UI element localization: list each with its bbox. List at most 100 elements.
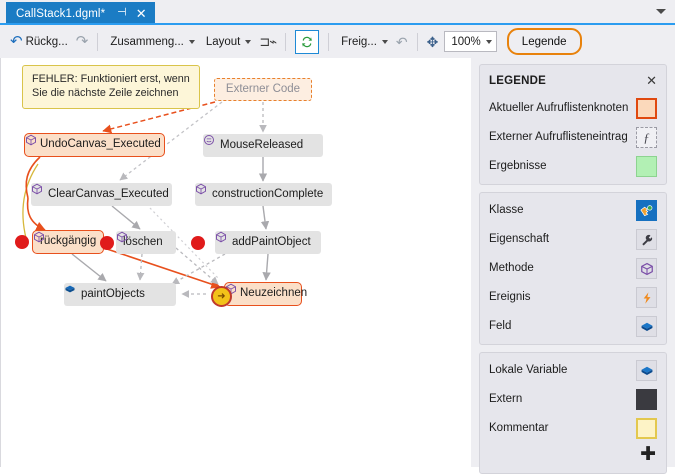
close-icon[interactable]: ✕ xyxy=(646,73,657,88)
toolbar-separator-4 xyxy=(416,32,418,51)
legend-row-label: Lokale Variable xyxy=(489,363,568,376)
node-label: Externer Code xyxy=(225,82,301,95)
legend-row-eigenschaft[interactable]: Eigenschaft xyxy=(480,225,666,254)
legend-row-label: Ergebnisse xyxy=(489,159,547,172)
results-swatch xyxy=(636,156,657,177)
zoom-combobox[interactable]: 100% xyxy=(444,31,497,52)
comment-line-2: Sie die nächste Zeile zeichnen xyxy=(32,87,179,100)
layout-dropdown[interactable]: Layout xyxy=(199,30,256,54)
refresh-icon xyxy=(295,29,320,54)
node-label: addPaintObject xyxy=(232,235,311,248)
toolbar-separator-1 xyxy=(97,32,99,51)
legend-row-ereignis[interactable]: Ereignis xyxy=(480,283,666,312)
refresh-button[interactable] xyxy=(291,29,323,54)
legend-row-feld[interactable]: Feld xyxy=(480,312,666,341)
external-entry-swatch: ƒ xyxy=(636,127,657,148)
layout-label: Layout xyxy=(205,35,241,48)
class-icon xyxy=(636,200,657,221)
legend-add-row[interactable]: ✚ xyxy=(480,443,666,470)
node-rueckgaengig[interactable]: rückgängig xyxy=(32,230,104,254)
node-external-code[interactable]: Externer Code xyxy=(214,78,312,101)
group-label: Zusammeng... xyxy=(110,35,184,48)
legend-header: LEGENDE ✕ xyxy=(480,68,666,94)
share-label: Freig... xyxy=(341,35,377,48)
node-label: MouseReleased xyxy=(220,138,304,151)
share-dropdown[interactable]: Freig... xyxy=(334,30,392,54)
tab-callstack1[interactable]: CallStack1.dgml* ⊣ ✕ xyxy=(6,2,155,25)
legend-row-label: Feld xyxy=(489,319,512,332)
legend-row-label: Eigenschaft xyxy=(489,232,550,245)
comment-note[interactable]: FEHLER: Funktioniert erst, wenn Sie die … xyxy=(22,65,200,109)
undo-icon: ↷ xyxy=(10,33,23,50)
legend-row-label: Kommentar xyxy=(489,421,549,434)
extern-swatch xyxy=(636,389,657,410)
chevron-down-icon xyxy=(245,39,252,44)
legend-group-callstack: LEGENDE ✕ Aktueller Aufruflistenknoten E… xyxy=(479,64,667,185)
pin-icon[interactable]: ⊣ xyxy=(117,6,127,19)
graph-toolbar: ↷ Rückg... ↷ Zusammeng... Layout ⊐⌁ xyxy=(0,25,675,58)
legend-row-label: Aktueller Aufruflistenknoten xyxy=(489,101,629,114)
comment-swatch xyxy=(636,418,657,439)
undo-label: Rückg... xyxy=(25,35,68,48)
chevron-down-icon xyxy=(188,39,195,44)
undo-button[interactable]: ↷ Rückg... xyxy=(6,30,72,54)
method-icon xyxy=(636,258,657,279)
chevron-down-icon xyxy=(485,39,492,44)
field-icon xyxy=(636,316,657,337)
legend-row-klasse[interactable]: Klasse xyxy=(480,196,666,225)
redo-button[interactable]: ↷ xyxy=(72,30,93,54)
close-icon[interactable]: ✕ xyxy=(135,6,147,21)
current-node-swatch xyxy=(636,98,657,119)
breakpoint-loeschen[interactable] xyxy=(100,236,114,250)
toolbar-separator-3 xyxy=(328,32,330,51)
node-label: Neuzeichnen xyxy=(240,287,308,300)
legend-row-label: Klasse xyxy=(489,203,524,216)
legend-row-lokale-variable[interactable]: Lokale Variable xyxy=(480,356,666,385)
pan-button[interactable]: ✥ xyxy=(423,30,443,54)
undo-arrow-button[interactable]: ↶ xyxy=(392,30,412,54)
legend-row-external-entry[interactable]: Externer Aufruflisteneintrag ƒ xyxy=(480,123,666,152)
legend-row-extern[interactable]: Extern xyxy=(480,385,666,414)
legend-panel: LEGENDE ✕ Aktueller Aufruflistenknoten E… xyxy=(471,58,675,474)
pan-move-icon: ✥ xyxy=(426,33,439,50)
event-icon xyxy=(636,287,657,308)
legend-row-methode[interactable]: Methode xyxy=(480,254,666,283)
node-mousereleased[interactable]: MouseReleased xyxy=(203,134,323,157)
local-variable-icon xyxy=(636,360,657,381)
tab-strip: CallStack1.dgml* ⊣ ✕ xyxy=(0,0,675,25)
breakpoint-addpaintobject[interactable] xyxy=(191,236,205,250)
filter-icon: ⊐⌁ xyxy=(259,33,277,49)
node-clearcanvas-executed[interactable]: ClearCanvas_Executed xyxy=(31,183,172,206)
legende-label: Legende xyxy=(521,35,567,48)
legende-button[interactable]: Legende xyxy=(506,28,582,55)
current-statement-marker[interactable]: ➜ xyxy=(211,286,232,307)
node-neuzeichnen[interactable]: Neuzeichnen xyxy=(224,282,307,306)
node-loeschen[interactable]: löschen xyxy=(116,231,176,254)
node-label: constructionComplete xyxy=(212,187,324,200)
graph-canvas[interactable]: FEHLER: Funktioniert erst, wenn Sie die … xyxy=(0,58,471,467)
legend-row-results[interactable]: Ergebnisse xyxy=(480,152,666,181)
node-constructioncomplete[interactable]: constructionComplete xyxy=(195,183,332,206)
comment-line-1: FEHLER: Funktioniert erst, wenn xyxy=(32,73,190,85)
group-dropdown[interactable]: Zusammeng... xyxy=(103,30,199,54)
chevron-down-icon[interactable] xyxy=(656,9,666,14)
redo-icon: ↷ xyxy=(75,33,89,50)
node-label: rückgängig xyxy=(40,235,97,248)
property-icon xyxy=(636,229,657,250)
node-label: UndoCanvas_Executed xyxy=(40,138,161,151)
legend-title: LEGENDE xyxy=(489,74,546,87)
legend-row-label: Externer Aufruflisteneintrag xyxy=(489,130,628,143)
node-addpaintobject[interactable]: addPaintObject xyxy=(215,231,321,254)
legend-group-scope: Lokale Variable Extern Kommentar ✚ xyxy=(479,352,667,474)
node-paintobjects[interactable]: paintObjects xyxy=(64,283,176,306)
add-plus-icon[interactable]: ✚ xyxy=(640,444,656,465)
legend-row-current-node[interactable]: Aktueller Aufruflistenknoten xyxy=(480,94,666,123)
legend-row-kommentar[interactable]: Kommentar xyxy=(480,414,666,443)
breakpoint-rueckgaengig[interactable] xyxy=(15,235,29,249)
undo-arrow-icon: ↶ xyxy=(395,33,408,50)
tab-strip-underline xyxy=(0,23,675,25)
node-undocanvas-executed[interactable]: UndoCanvas_Executed xyxy=(24,133,165,157)
legend-row-label: Extern xyxy=(489,392,523,405)
filter-button[interactable]: ⊐⌁ xyxy=(255,30,280,54)
